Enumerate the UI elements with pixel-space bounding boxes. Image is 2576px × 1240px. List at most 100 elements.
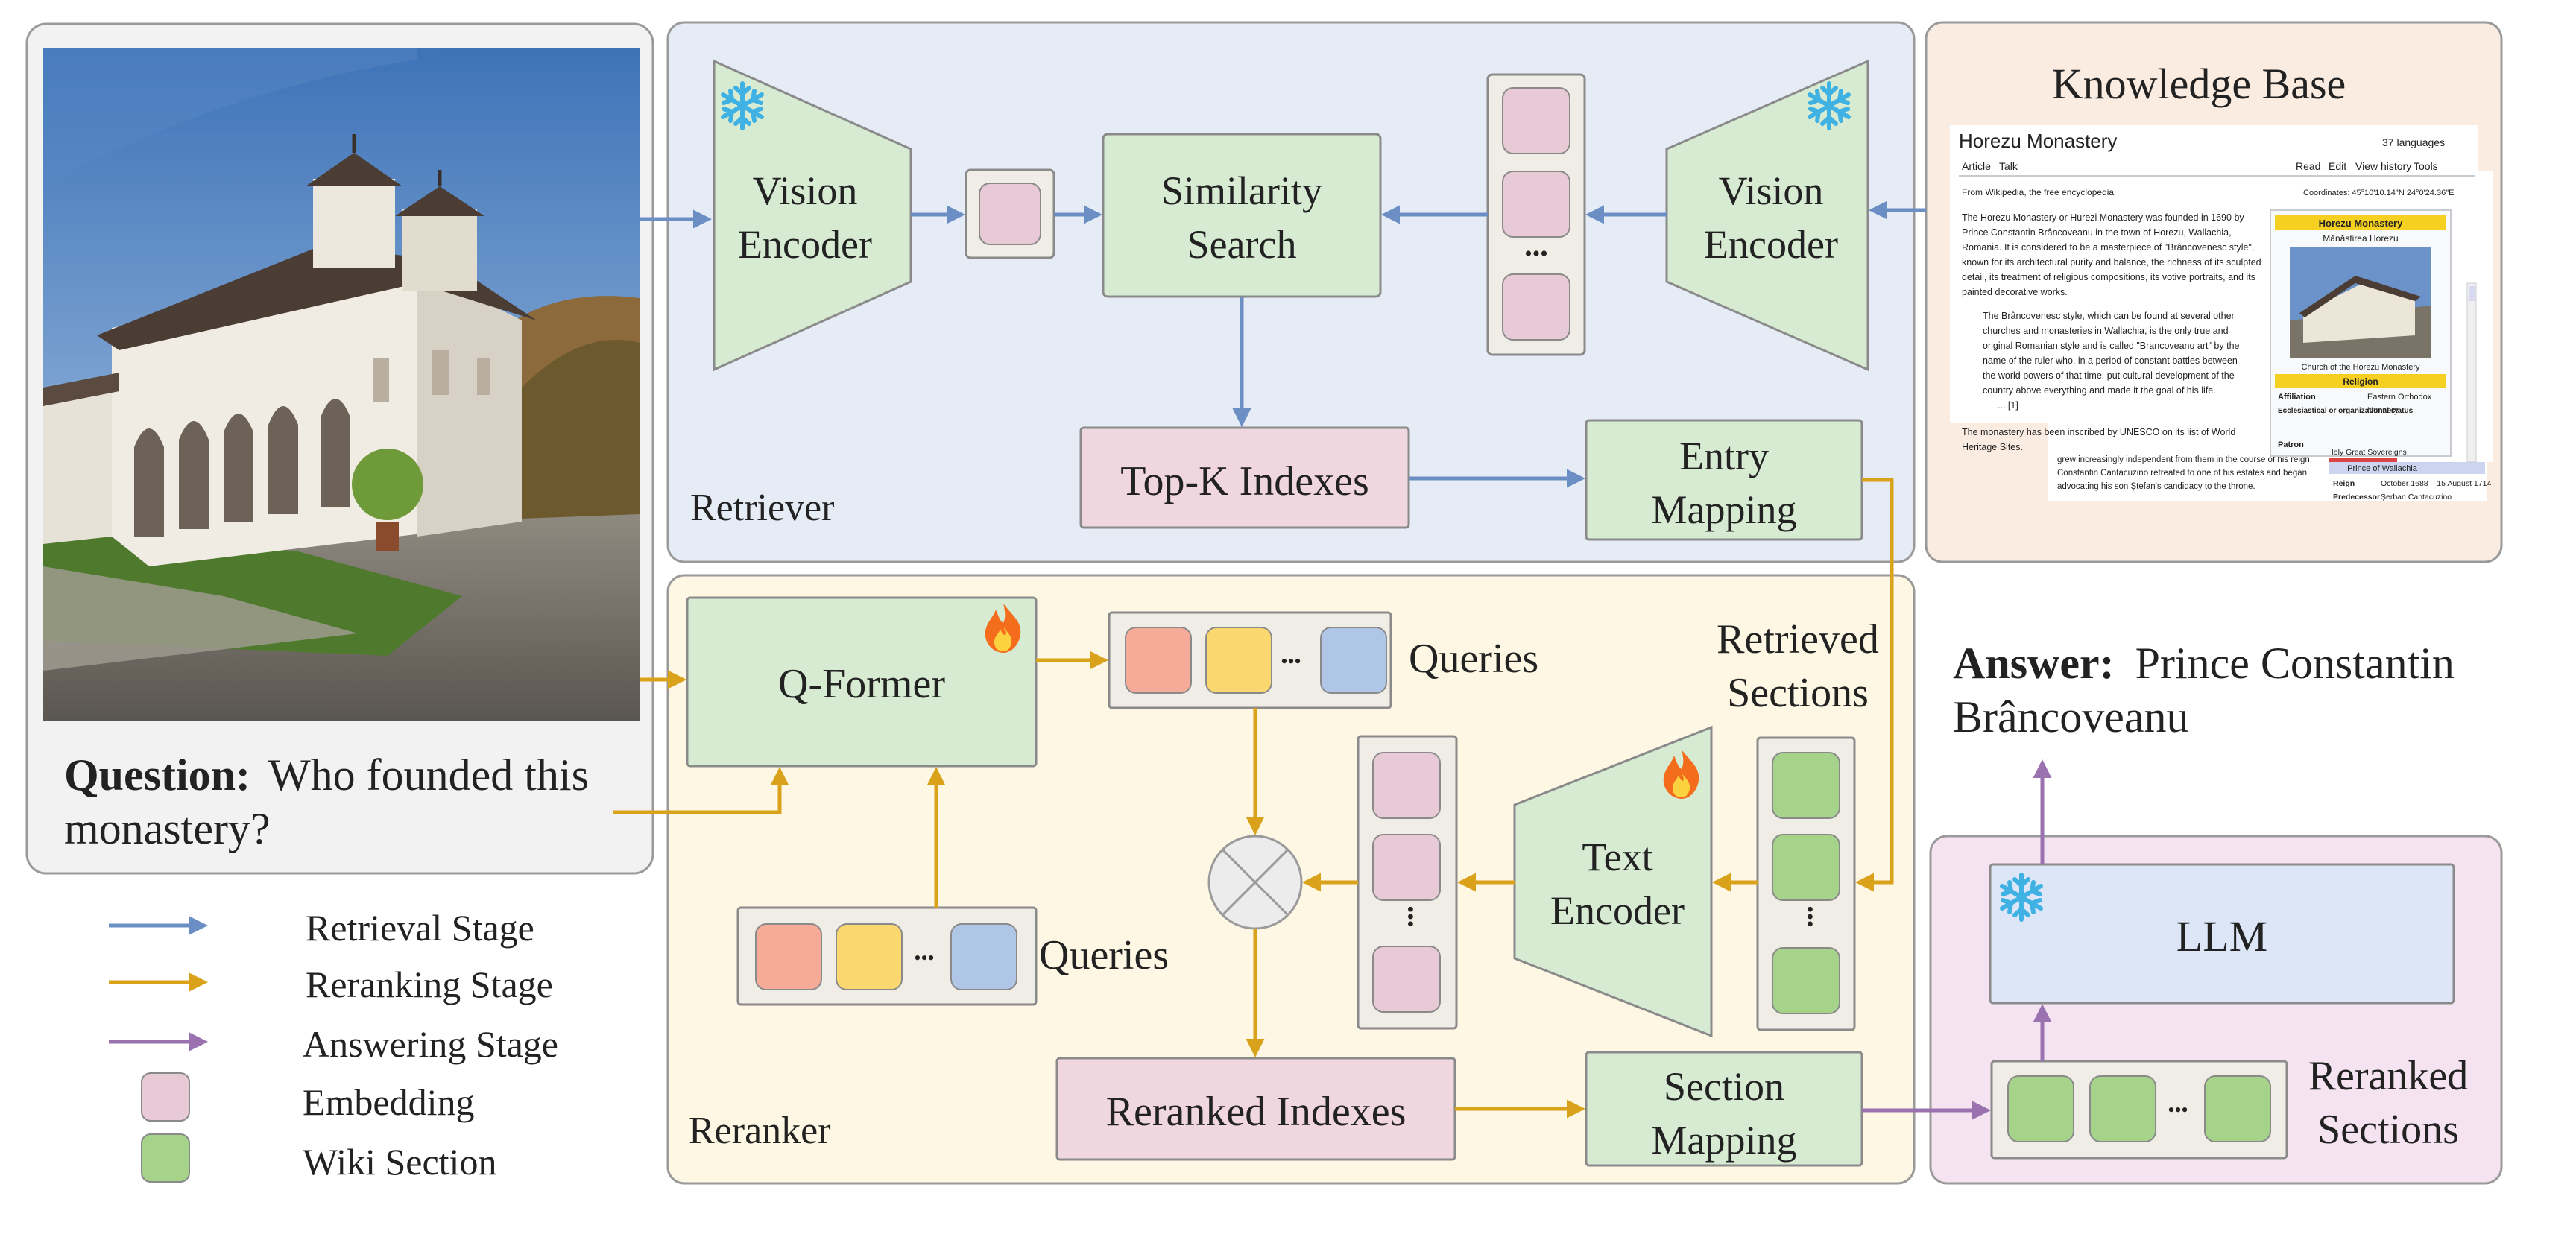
queries-label-bottom: Queries <box>1039 932 1169 978</box>
svg-text:Tools: Tools <box>2414 160 2438 172</box>
svg-text:known for its architectural pu: known for its architectural purity and b… <box>1962 257 2261 268</box>
svg-text:grew increasingly independent: grew increasingly independent from them … <box>2057 455 2312 464</box>
svg-text:country above everything and m: country above everything and made it the… <box>1983 385 2216 396</box>
svg-text:•••: ••• <box>1798 905 1821 927</box>
svg-text:Reranked: Reranked <box>2308 1053 2469 1099</box>
svg-text:Predecessor: Predecessor <box>2333 493 2380 502</box>
svg-text:•••: ••• <box>2168 1099 2188 1121</box>
svg-text:original Romanian style and is: original Romanian style and is called "B… <box>1983 341 2240 351</box>
vision-encoder-right: Vision Encoder <box>1665 59 1869 372</box>
svg-text:Constantin Cantacuzino retreat: Constantin Cantacuzino retreated to one … <box>2057 469 2307 478</box>
svg-text:name of the ruler who, in a pe: name of the ruler who, in a period of co… <box>1983 355 2238 366</box>
svg-text:•••: ••• <box>1398 905 1421 927</box>
answering-arrows <box>1862 759 2052 1120</box>
reranked-indexes: Reranked Indexes <box>1055 1057 1456 1161</box>
svg-text:37 languages: 37 languages <box>2382 136 2445 148</box>
text-encoder: Text Encoder <box>1513 725 1713 1038</box>
svg-text:the world powers of that time,: the world powers of that time, put cultu… <box>1983 370 2235 381</box>
svg-text:advocating his son Ștefan's ca: advocating his son Ștefan's candidacy to… <box>2057 482 2255 491</box>
legend-item-retrieval: Retrieval Stage <box>109 907 534 949</box>
svg-text:Edit: Edit <box>2329 160 2346 172</box>
svg-text:Șerban Cantacuzino: Șerban Cantacuzino <box>2381 493 2452 502</box>
svg-text:Horezu Monastery: Horezu Monastery <box>1959 130 2117 152</box>
svg-text:detail, its treatment of relig: detail, its treatment of religious compo… <box>1962 272 2255 282</box>
reranked-sections-row: ••• Reranked Sections <box>1990 1053 2469 1160</box>
queries-label-top: Queries <box>1409 636 1538 682</box>
legend-item-wiki-section: Wiki Section <box>141 1133 496 1183</box>
svg-text:Heritage Sites.: Heritage Sites. <box>1962 442 2023 452</box>
similarity-search: Similarity Search <box>1102 133 1382 298</box>
svg-text:•••: ••• <box>914 947 934 969</box>
svg-text:Mapping: Mapping <box>1652 1118 1797 1162</box>
llm-box: LLM <box>1989 863 2455 1005</box>
svg-text:churches and monasteries in Wa: churches and monasteries in Wallachia, i… <box>1983 326 2229 336</box>
svg-text:Mănăstirea Horezu: Mănăstirea Horezu <box>2323 233 2398 244</box>
svg-text:LLM: LLM <box>2176 912 2267 961</box>
svg-text:Sections: Sections <box>1727 670 1869 716</box>
svg-text:The Brâncovenesc style, which: The Brâncovenesc style, which can be fou… <box>1983 311 2235 321</box>
svg-text:Prince of Wallachia: Prince of Wallachia <box>2347 464 2418 473</box>
question-text: Question:Who founded this monastery? <box>64 750 589 853</box>
svg-text:Text: Text <box>1582 835 1652 879</box>
svg-text:Reranking Stage: Reranking Stage <box>306 964 553 1005</box>
svg-text:Patron: Patron <box>2278 440 2304 449</box>
legend-item-embedding: Embedding <box>141 1072 475 1123</box>
svg-text:Read: Read <box>2296 160 2320 172</box>
svg-text:Question:Who founded this: Question:Who founded this <box>64 750 589 800</box>
svg-text:Ecclesiastical or organization: Ecclesiastical or organizational status <box>2278 407 2414 415</box>
svg-text:painted decorative works.: painted decorative works. <box>1962 287 2068 297</box>
svg-text:View history: View history <box>2355 160 2411 172</box>
svg-text:•••: ••• <box>1524 241 1548 266</box>
svg-text:Coordinates: 45°10'10.14"N 24°: Coordinates: 45°10'10.14"N 24°0'24.36"E <box>2303 189 2454 197</box>
svg-text:Entry: Entry <box>1679 434 1769 478</box>
retriever-label: Retriever <box>690 487 834 529</box>
svg-text:Sections: Sections <box>2317 1107 2459 1153</box>
svg-text:Search: Search <box>1187 222 1297 267</box>
reranking-arrows <box>613 478 1894 1119</box>
section-embedding-stack: ••• <box>1357 735 1458 1030</box>
wiki-infobox: Horezu Monastery Mănăstirea Horezu Churc… <box>2270 209 2491 502</box>
query-tokens-top: ••• Queries <box>1108 611 1538 709</box>
svg-text:Q-Former: Q-Former <box>778 661 945 707</box>
svg-text:Answer:Prince Constantin: Answer:Prince Constantin <box>1953 639 2455 688</box>
legend: Retrieval Stage Reranking Stage Answerin… <box>109 907 558 1183</box>
svg-text:Article: Article <box>1962 160 1991 172</box>
cross-product-icon <box>1208 835 1303 930</box>
svg-text:Vision: Vision <box>753 168 858 213</box>
svg-text:Answering Stage: Answering Stage <box>303 1023 558 1065</box>
reranker-label: Reranker <box>689 1110 831 1152</box>
topk-indexes: Top-K Indexes <box>1079 426 1410 529</box>
svg-text:... [1]: ... [1] <box>1998 400 2018 411</box>
svg-text:Reranked Indexes: Reranked Indexes <box>1106 1089 1407 1135</box>
svg-text:Reign: Reign <box>2333 479 2355 488</box>
retrieved-sections: Retrieved Sections ••• <box>1717 616 1879 1031</box>
svg-text:Talk: Talk <box>1999 160 2018 172</box>
vision-encoder-left: Vision Encoder <box>713 59 912 372</box>
svg-text:Eastern Orthodox: Eastern Orthodox <box>2367 393 2432 402</box>
svg-text:Section: Section <box>1664 1064 1784 1109</box>
svg-text:From Wikipedia, the free encyc: From Wikipedia, the free encyclopedia <box>1962 187 2114 197</box>
svg-text:October 1688 – 15 August 1714: October 1688 – 15 August 1714 <box>2381 479 2491 488</box>
svg-text:Encoder: Encoder <box>738 222 872 267</box>
entry-mapping: Entry Mapping <box>1585 419 1863 541</box>
knowledge-base-title: Knowledge Base <box>2052 60 2346 108</box>
svg-text:Top-K Indexes: Top-K Indexes <box>1120 458 1369 504</box>
svg-text:Wiki Section: Wiki Section <box>303 1141 496 1183</box>
wiki-page-screenshot: Horezu Monastery 37 languages Article Ta… <box>1950 125 2493 502</box>
svg-text:Similarity: Similarity <box>1161 168 1322 213</box>
svg-text:•••: ••• <box>1281 651 1301 672</box>
svg-text:Religion: Religion <box>2343 376 2378 387</box>
svg-text:Retrieval Stage: Retrieval Stage <box>306 907 534 949</box>
svg-text:Embedding: Embedding <box>303 1081 475 1123</box>
svg-text:Nunnery: Nunnery <box>2367 406 2399 415</box>
query-tokens-bottom: ••• Queries <box>736 906 1169 1006</box>
image-embedding <box>965 168 1055 259</box>
legend-item-answering: Answering Stage <box>109 1023 558 1065</box>
retrieval-arrows <box>640 200 1926 488</box>
svg-text:Holy Great Sovereigns: Holy Great Sovereigns <box>2328 448 2407 457</box>
embedding-stack: ••• <box>1486 73 1586 356</box>
svg-text:monastery?: monastery? <box>64 804 271 853</box>
section-mapping: Section Mapping <box>1585 1051 1863 1167</box>
svg-text:The Horezu Monastery or Hurezi: The Horezu Monastery or Hurezi Monastery… <box>1962 212 2244 223</box>
